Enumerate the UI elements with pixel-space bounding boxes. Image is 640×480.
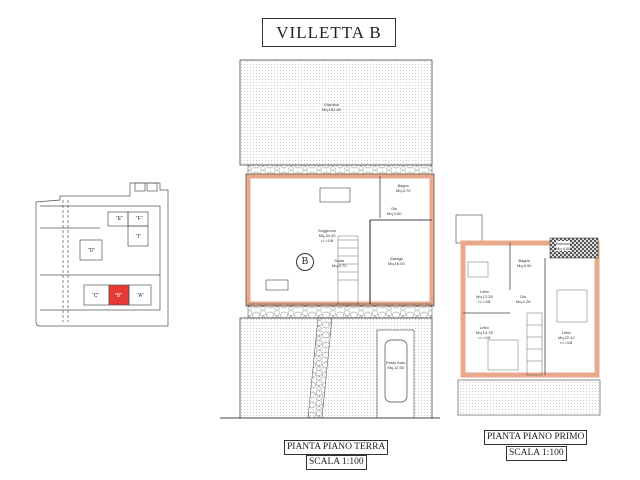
site-unit-label: "I" [136, 234, 141, 240]
site-unit-label: "E" [116, 216, 123, 222]
page-title: VILLETTA B [262, 18, 396, 47]
ground-floor-caption: PIANTA PIANO TERRA [284, 440, 389, 455]
site-unit-label: "C" [92, 293, 100, 299]
ground-floor-plan [220, 59, 440, 419]
first-floor-plan [455, 214, 601, 416]
first-floor-scale: SCALA 1:100 [506, 446, 567, 461]
site-unit-label: "A" [137, 293, 144, 299]
site-unit-label: "D" [88, 248, 96, 254]
first-floor-caption: PIANTA PIANO PRIMO [484, 430, 588, 445]
ground-floor-scale: SCALA 1:100 [306, 455, 367, 470]
car-icon [384, 339, 408, 403]
site-unit-label: "F" [136, 216, 143, 222]
site-unit-label: "B" [115, 293, 122, 299]
site-plan [35, 182, 169, 327]
unit-marker: B [296, 253, 314, 271]
